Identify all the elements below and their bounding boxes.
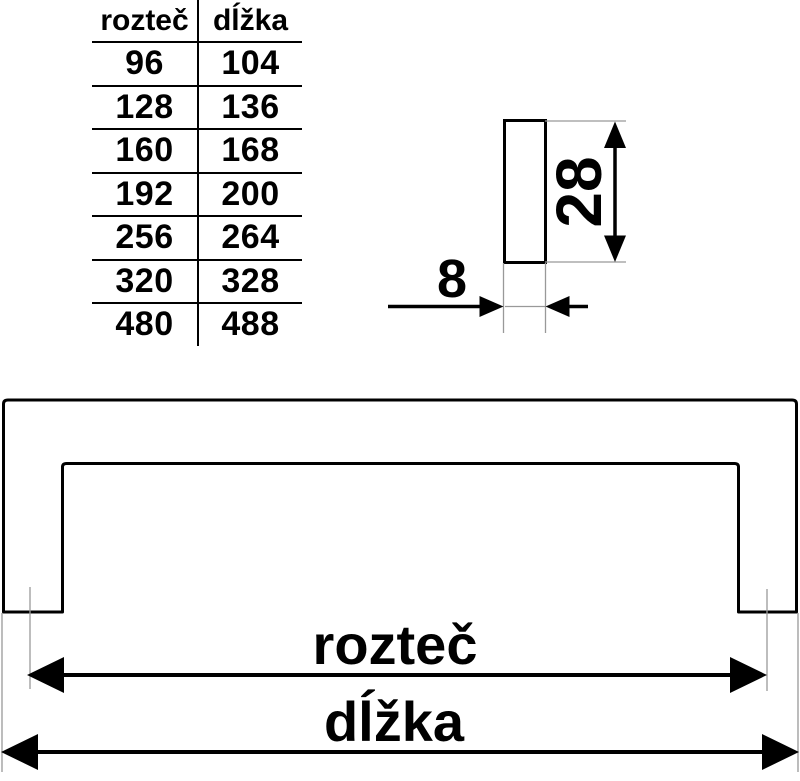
table-row: 160 168 xyxy=(92,130,302,174)
arrowhead-right-icon xyxy=(479,296,504,317)
cell-length: 264 xyxy=(221,218,280,257)
front-view-drawing: rozteč dĺžka xyxy=(1,398,799,772)
cell-length: 104 xyxy=(221,44,280,83)
table-row: 320 328 xyxy=(92,260,302,304)
cell-spacing: 192 xyxy=(92,173,199,215)
arrowhead-down-icon xyxy=(604,235,626,262)
arrowhead-up-icon xyxy=(604,121,626,148)
arrowhead-right-icon xyxy=(730,657,767,693)
profile-rect xyxy=(503,119,547,264)
arrowhead-left-icon xyxy=(545,296,570,317)
table-row: 480 488 xyxy=(92,304,302,346)
table-row: 256 264 xyxy=(92,217,302,261)
header-length: dĺžka xyxy=(212,3,289,37)
width-dimension-label: 8 xyxy=(437,249,467,309)
cell-spacing: 320 xyxy=(92,260,199,302)
cell-length: 328 xyxy=(221,261,280,300)
cell-length: 136 xyxy=(221,87,280,126)
cell-spacing: 160 xyxy=(92,130,199,172)
length-dimension-label: dĺžka xyxy=(324,689,465,753)
cell-length: 488 xyxy=(221,305,280,344)
table-row: 128 136 xyxy=(92,86,302,130)
header-spacing: rozteč xyxy=(92,0,199,41)
cell-spacing: 96 xyxy=(92,43,199,85)
cell-spacing: 128 xyxy=(92,86,199,128)
cross-section-drawing: 28 8 xyxy=(388,119,626,333)
cell-length: 200 xyxy=(221,174,280,213)
handle-outline xyxy=(2,398,798,614)
arrowhead-right-icon xyxy=(762,734,799,770)
cell-length: 168 xyxy=(221,131,280,170)
table-row: 96 104 xyxy=(92,43,302,87)
spacing-dimension-label: rozteč xyxy=(313,613,478,676)
table-header-row: rozteč dĺžka xyxy=(92,0,302,43)
cell-spacing: 480 xyxy=(92,304,199,346)
table-row: 192 200 xyxy=(92,173,302,217)
cell-spacing: 256 xyxy=(92,217,199,259)
arrowhead-left-icon xyxy=(1,734,38,770)
height-dimension-label: 28 xyxy=(543,156,615,227)
spec-table: rozteč dĺžka 96 104 128 136 160 168 192 … xyxy=(92,0,302,346)
arrowhead-left-icon xyxy=(27,657,64,693)
